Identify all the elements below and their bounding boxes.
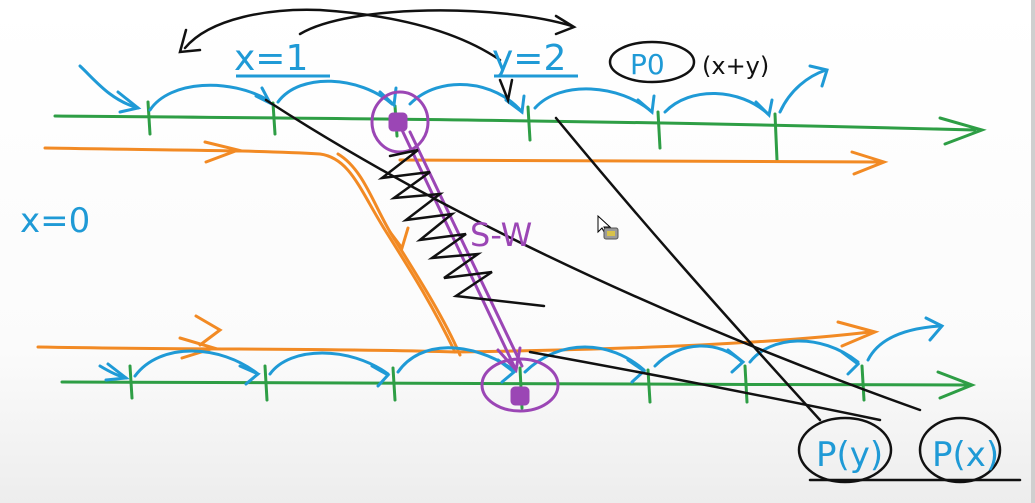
label-x-eq-1: x=1 [234, 38, 308, 79]
label-p-y: P(y) [816, 435, 883, 475]
label-x-eq-0: x=0 [20, 201, 90, 241]
bottom-green-timeline [60, 364, 977, 410]
label-p-x: P(x) [932, 435, 999, 475]
window-edge [1031, 0, 1035, 503]
label-p0-args: (x+y) [702, 52, 769, 80]
label-s-w: S-W [470, 216, 532, 254]
label-p0: P0 [630, 48, 665, 81]
mouse-cursor-icon [597, 214, 619, 240]
orange-process-line [36, 140, 889, 360]
black-annotations [178, 8, 1022, 484]
label-y-eq-2: y=2 [492, 38, 566, 79]
